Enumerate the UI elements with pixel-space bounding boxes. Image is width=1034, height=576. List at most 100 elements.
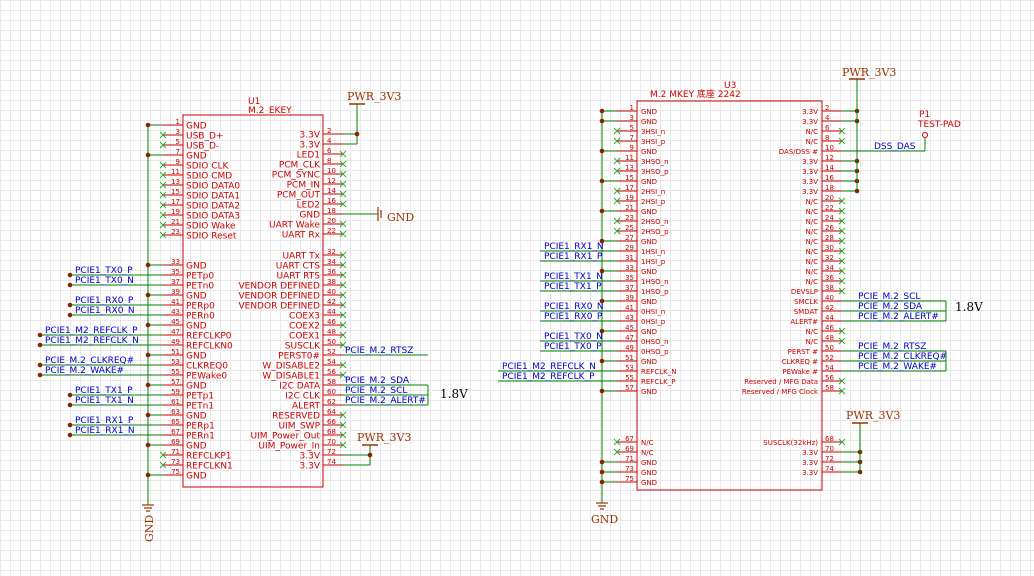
u3-pin-name: REFCLK_N xyxy=(641,368,676,376)
u3-ref: U3 xyxy=(724,81,736,91)
u3-net-label: DSS_DAS xyxy=(874,142,916,152)
nc-cross-stroke xyxy=(159,451,167,459)
u3-pin-number: 28 xyxy=(825,234,834,242)
u1-pin-name: GND xyxy=(186,292,207,302)
u3-pin-name: 2HSO_n xyxy=(641,218,669,226)
u3-pin-name: 3.3V xyxy=(802,449,818,457)
u3-net-label: PCIE1_TX0_N xyxy=(544,332,603,342)
u3-pin-number: 2 xyxy=(825,104,829,112)
u1-pin-number: 49 xyxy=(171,338,180,346)
u1-pin-number: 73 xyxy=(171,458,180,466)
u1-nc-marker xyxy=(159,181,167,189)
u3-pin-number: 21 xyxy=(625,204,634,212)
u1-pin-name: PERST0# xyxy=(278,352,320,362)
u3-pin-name: 0HSI_n xyxy=(641,308,665,316)
u1-net-label: PCIE_M.2_RTSZ xyxy=(345,346,413,356)
u3-net-label: PCIE1_TX1_N xyxy=(544,272,603,282)
u3-pin-name: 1HSO_p xyxy=(641,288,669,296)
nc-cross-stroke xyxy=(159,181,167,189)
nc-cross-stroke xyxy=(838,127,846,135)
u1-nc-marker xyxy=(339,271,347,279)
u3-nc-marker xyxy=(613,448,621,456)
u3-pin-name: N/C xyxy=(806,268,819,276)
u1-pin-name: PERp0 xyxy=(186,302,215,312)
u1-pin-number: 12 xyxy=(327,177,336,185)
u3-pin-name: GND xyxy=(641,388,657,396)
u3-pin-name: 3HSO_n xyxy=(641,158,669,166)
nc-cross-stroke xyxy=(613,227,621,235)
u1-nc-marker xyxy=(339,180,347,188)
u1-nc-marker xyxy=(159,201,167,209)
nc-cross-stroke xyxy=(339,261,347,269)
u1-pwr-junction xyxy=(367,452,373,458)
u1-nc-marker xyxy=(339,311,347,319)
u1-pin-name: 3.3V xyxy=(300,462,321,472)
u1-pin-number: 48 xyxy=(327,328,336,336)
u1-net-label: PCIE_M.2_SCL xyxy=(345,386,407,396)
nc-cross-stroke xyxy=(613,438,621,446)
u1-pin-number: 32 xyxy=(327,248,336,256)
u3-pin-name: N/C xyxy=(806,198,819,206)
u3-net-label: PCIE_M.2_WAKE# xyxy=(858,362,937,372)
u3-pin-name: 1HSI_p xyxy=(641,258,666,266)
u3-pin-number: 42 xyxy=(825,304,834,312)
u1-net-label: PCIE1_TX0_P xyxy=(75,266,133,276)
u3-pin-name: ALERT# xyxy=(790,318,818,326)
u1-net-label: PCIE1_RX0_P xyxy=(75,296,134,306)
u1-pin-number: 62 xyxy=(327,398,336,406)
u1-pin-name: PCM_IN xyxy=(287,181,320,191)
u3-pin-name: GND xyxy=(641,108,657,116)
u3-pin-number: 16 xyxy=(825,174,834,182)
u1-nc-marker xyxy=(339,441,347,449)
u1-nc-marker xyxy=(339,421,347,429)
u1-pin-name: PCM_SYNC xyxy=(272,171,320,181)
u1-nc-marker xyxy=(339,301,347,309)
u1-nc-marker xyxy=(159,221,167,229)
u3-pin-name: N/C xyxy=(806,208,819,216)
u1-pin-name: 3.3V xyxy=(300,452,321,462)
u1-pin-number: 40 xyxy=(327,288,336,296)
u1-pwr-bottom-label: PWR_3V3 xyxy=(357,431,411,444)
u1-pin-name: RESERVED xyxy=(272,412,320,422)
u1-pin-number: 74 xyxy=(327,458,336,466)
u3-pin-number: 37 xyxy=(625,284,634,292)
u3-pin-name: N/C xyxy=(806,228,819,236)
u1-pin-number: 50 xyxy=(327,338,336,346)
nc-cross-stroke xyxy=(339,321,347,329)
u1-nc-marker xyxy=(339,230,347,238)
u1-net-label: PCIE_M.2_ALERT# xyxy=(345,396,426,406)
u3-pin-name: GND xyxy=(641,118,657,126)
u1-nc-marker xyxy=(159,231,167,239)
u3-pin-number: 31 xyxy=(625,254,634,262)
u3-gnd-junction xyxy=(599,108,605,114)
u3-pin-number: 1 xyxy=(630,104,634,112)
u1-net-end-junction xyxy=(67,422,73,428)
u3-pin-name: 3.3V xyxy=(802,469,818,477)
u3-pin-name: GND xyxy=(641,178,657,186)
u3-net-label: PCIE1_TX1_P xyxy=(544,282,602,292)
nc-cross-stroke xyxy=(339,251,347,259)
u3-gnd-junction xyxy=(599,148,605,154)
nc-cross-stroke xyxy=(339,331,347,339)
u1-pin-name: ALERT xyxy=(292,402,320,412)
u3-nc-marker xyxy=(613,217,621,225)
u3-gnd-bottom-label: GND xyxy=(591,513,618,526)
u1-pin-number: 18 xyxy=(327,207,336,215)
u3-pin-name: SUSCLK(32kHz) xyxy=(763,439,818,447)
u1-pin-name: UIM_Power_In xyxy=(258,442,320,452)
u3-gnd-symbol xyxy=(596,502,608,510)
u3-gnd-junction xyxy=(599,479,605,485)
u3-pin-number: 33 xyxy=(625,264,634,272)
u1-pin-name: GND xyxy=(186,442,207,452)
u1-pin-name: SDIO DATA3 xyxy=(186,212,240,222)
u3-gnd-junction xyxy=(599,238,605,244)
u1-net-label: PCIE_M.2_WAKE# xyxy=(45,366,124,376)
u3-body xyxy=(636,100,823,491)
u1-pin-name: PERn1 xyxy=(186,432,215,442)
u1-pin-number: 64 xyxy=(327,408,336,416)
u1-pin-number: 5 xyxy=(176,138,180,146)
u1-pin-number: 9 xyxy=(176,158,180,166)
u1-nc-marker xyxy=(339,431,347,439)
u1-pin-name: COEX1 xyxy=(289,332,320,342)
u1-net-label: PCIE_M.2_CLKREQ# xyxy=(45,356,134,366)
